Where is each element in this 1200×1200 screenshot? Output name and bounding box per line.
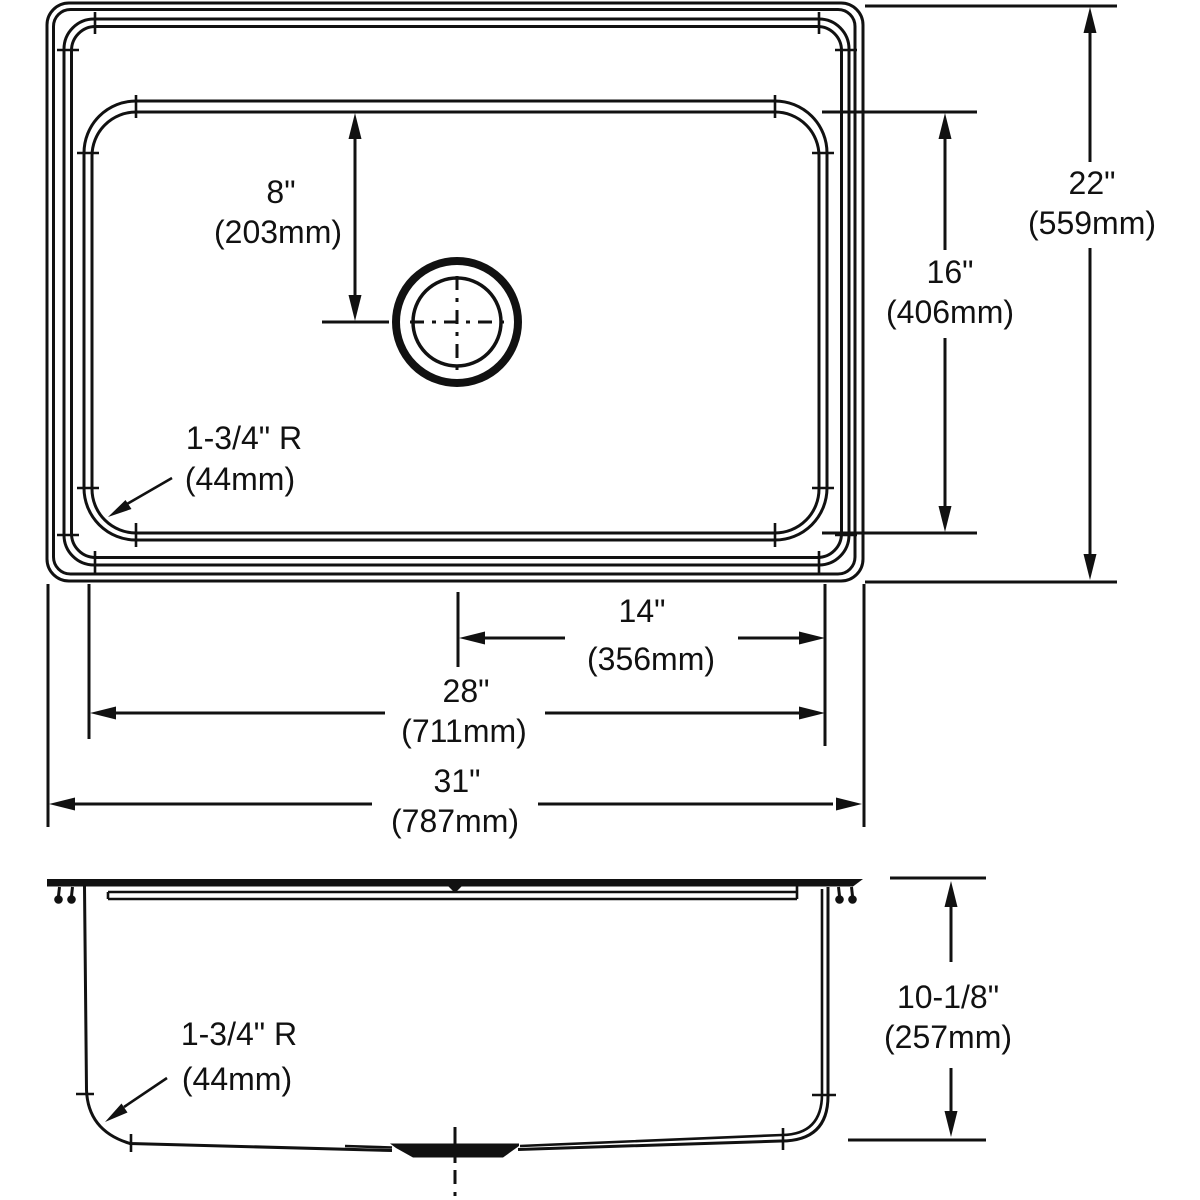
dim-14in-arrow-left: [459, 631, 485, 645]
dim-16in-mm-label: (406mm): [886, 294, 1014, 330]
dim-16in-arrow-down: [938, 506, 952, 532]
plan-bowl-inner-line: [90, 110, 821, 535]
radius-profile-mm-label: (44mm): [182, 1061, 292, 1097]
dim-14in-arrow-right: [799, 631, 825, 645]
radius-callout-profile: 1-3/4" R (44mm): [105, 1016, 297, 1122]
plan-rim-outer-inner-line: [52, 8, 857, 576]
radius-plan-label: 1-3/4" R: [186, 420, 302, 456]
dim-8in-mm-label: (203mm): [214, 214, 342, 250]
radius-callout-plan: 1-3/4" R (44mm): [108, 420, 302, 517]
dim-22in-arrow-up: [1083, 7, 1097, 33]
dim-8in-arrow-up: [348, 113, 362, 139]
dim-depth-arrow-up: [944, 881, 958, 907]
profile-right-wall-outer: [517, 887, 830, 1151]
dim-31in-label: 31": [434, 763, 481, 799]
profile-left-wall-and-bottom: [83, 886, 393, 1152]
clip-left-hook-1: [54, 895, 63, 904]
mounting-clip-left: [54, 886, 76, 904]
dim-28in: 28" (711mm): [90, 673, 825, 749]
clip-right-stems: [837, 886, 854, 897]
drain-hole: [392, 257, 522, 387]
dim-14in: 14" (356mm): [459, 593, 825, 677]
clip-right-hook-2: [848, 895, 857, 904]
profile-tangent-ticks: [76, 1092, 836, 1152]
dim-16in: 16" (406mm): [822, 110, 1014, 535]
profile-center-notch: [448, 886, 462, 893]
plan-view: 8" (203mm) 1-3/4" R (44mm) 16" (406mm): [45, 1, 1156, 839]
plan-rim-inner-line: [62, 17, 851, 567]
dim-8in-arrow-down: [348, 295, 362, 321]
dim-16in-arrow-up: [938, 113, 952, 139]
profile-rim-bar: [47, 879, 863, 887]
profile-view: 1-3/4" R (44mm) 10-1/8" (257mm): [47, 876, 1012, 1196]
clip-left-hook-2: [67, 895, 76, 904]
dim-8in-label: 8": [266, 174, 295, 210]
drain-outer-ring: [392, 257, 522, 387]
dim-28in-arrow-right: [799, 706, 825, 720]
plan-rim-inner-inner-line: [70, 25, 843, 559]
profile-rim-underside-lines: [106, 886, 799, 901]
dim-28in-label: 28": [443, 673, 490, 709]
dim-31in-arrow-left: [49, 797, 75, 811]
radius-plan-arrowhead: [108, 500, 132, 517]
radius-profile-leader-line: [123, 1076, 168, 1109]
dim-16in-label: 16": [927, 254, 974, 290]
plan-lower-extension-lines: [46, 584, 866, 827]
dim-22in-arrow-down: [1083, 554, 1097, 580]
plan-bowl-outer-line: [82, 99, 829, 542]
dim-28in-mm-label: (711mm): [401, 713, 527, 749]
dim-28in-arrow-left: [90, 706, 116, 720]
dim-31in-arrow-right: [836, 797, 862, 811]
plan-rim-outer-line: [45, 1, 865, 583]
dim-31in: 31" (787mm): [49, 763, 862, 839]
dim-22in-label: 22": [1069, 165, 1116, 201]
plan-tangent-ticks: [57, 12, 857, 573]
dim-14in-label: 14": [619, 593, 666, 629]
dim-22in-mm-label: (559mm): [1028, 205, 1156, 241]
dim-depth-mm-label: (257mm): [884, 1019, 1012, 1055]
radius-plan-leader-line: [126, 476, 173, 506]
radius-profile-arrowhead: [105, 1103, 128, 1122]
radius-plan-mm-label: (44mm): [185, 461, 295, 497]
dim-depth-label: 10-1/8": [897, 979, 999, 1015]
dim-14in-mm-label: (356mm): [587, 641, 715, 677]
clip-left-stems: [57, 886, 74, 897]
dim-31in-mm-label: (787mm): [391, 803, 519, 839]
dim-depth: 10-1/8" (257mm): [848, 876, 1012, 1142]
dim-22in: 22" (559mm): [865, 4, 1156, 584]
profile-inner-surface-lines: [344, 889, 824, 1149]
clip-right-hook-1: [835, 895, 844, 904]
dim-depth-arrow-down: [944, 1111, 958, 1137]
dim-8in: 8" (203mm): [214, 113, 389, 324]
radius-profile-label: 1-3/4" R: [181, 1016, 297, 1052]
mounting-clip-right: [835, 886, 857, 904]
